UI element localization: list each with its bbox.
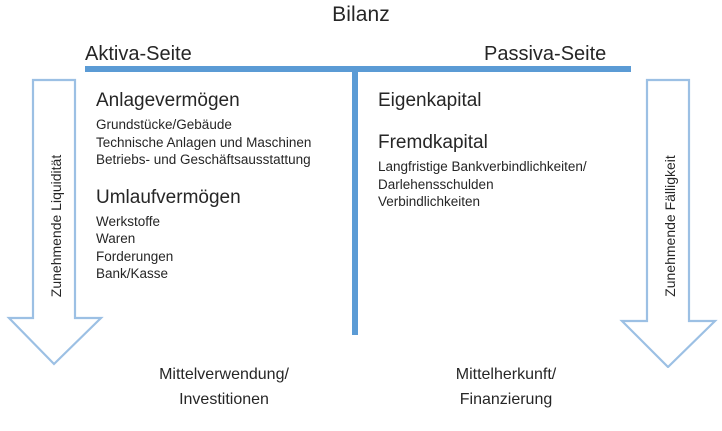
list-item: Werkstoffe [96, 213, 161, 229]
aktiva-column: Anlagevermögen Grundstücke/Gebäude Techn… [96, 88, 346, 283]
list-item: Forderungen [96, 248, 174, 264]
list-item: Technische Anlagen und Maschinen [96, 134, 312, 150]
caption-line-2: Finanzierung [459, 391, 553, 408]
list-item: Verbindlichkeiten [378, 194, 481, 209]
maturity-arrow: Zunehmende Fälligkeit [618, 78, 718, 368]
down-arrow-icon [619, 78, 718, 368]
passiva-caption: Mittelherkunft/ Finanzierung [378, 362, 634, 412]
passiva-side-heading: Passiva-Seite [484, 43, 607, 65]
liquidity-arrow-label: Zunehmende Liquidität [48, 154, 64, 298]
caption-line-1: Mittelherkunft/ [455, 366, 557, 383]
group-heading-umlaufvermoegen: Umlaufvermögen [96, 186, 241, 208]
group-items-anlagevermoegen: Grundstücke/Gebäude Technische Anlagen u… [96, 116, 346, 169]
group-heading-fremdkapital: Fremdkapital [378, 132, 488, 153]
vertical-divider [352, 72, 358, 335]
list-item: Grundstücke/Gebäude [96, 117, 232, 132]
list-item: Langfristige Bankverbindlichkeiten/ [378, 159, 587, 174]
passiva-column: Eigenkapital Fremdkapital Langfristige B… [378, 88, 633, 211]
list-item: Waren [96, 231, 136, 246]
caption-line-2: Investitionen [179, 391, 269, 408]
aktiva-side-heading: Aktiva-Seite [85, 43, 192, 65]
group-heading-eigenkapital: Eigenkapital [378, 90, 482, 111]
list-item: Darlehensschulden [378, 176, 494, 192]
diagram-title: Bilanz [332, 3, 390, 26]
group-heading-anlagevermoegen: Anlagevermögen [96, 90, 240, 111]
horizontal-divider [85, 66, 631, 72]
group-items-fremdkapital: Langfristige Bankverbindlichkeiten/ Darl… [378, 158, 633, 211]
down-arrow-icon [6, 78, 104, 366]
liquidity-arrow: Zunehmende Liquidität [6, 78, 106, 368]
maturity-arrow-label: Zunehmende Fälligkeit [662, 155, 678, 297]
caption-line-1: Mittelverwendung/ [159, 366, 289, 383]
aktiva-caption: Mittelverwendung/ Investitionen [96, 362, 352, 412]
list-item: Bank/Kasse [96, 266, 169, 281]
group-items-umlaufvermoegen: Werkstoffe Waren Forderungen Bank/Kasse [96, 213, 346, 283]
list-item: Betriebs- und Geschäftsausstattung [96, 152, 311, 167]
